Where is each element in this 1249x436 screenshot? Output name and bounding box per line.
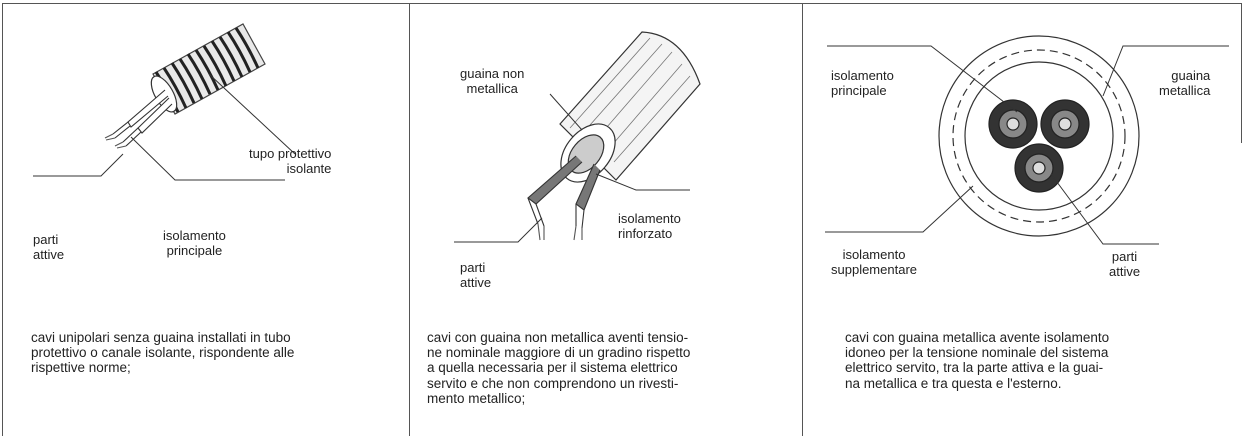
insulated-conductors <box>527 155 601 241</box>
label-supplementary-insulation: isolamento supplementare <box>831 247 917 277</box>
panel-divider-1 <box>409 3 410 436</box>
panel-metallic-sheath-cables: isolamento principale guaina metallica i… <box>803 4 1241 436</box>
corrugated-tube <box>150 23 266 115</box>
caption-panel-2: cavi con guaina non metallica aventi ten… <box>427 330 691 406</box>
panel-nonmetallic-sheath-cables: guaina non metallica isolamento rinforza… <box>410 4 802 436</box>
label-metallic-sheath: guaina metallica <box>1159 68 1211 98</box>
cable-cross-section-rings <box>938 35 1140 237</box>
label-reinforced-insulation: isolamento rinforzato <box>618 211 681 241</box>
conduit-cable-illustration <box>33 23 296 181</box>
label-live-parts: parti attive <box>460 260 492 290</box>
label-live-parts: parti attive <box>33 232 65 262</box>
single-core-conductors <box>104 89 173 149</box>
leader-lines <box>454 93 690 243</box>
label-main-insulation: isolamento principale <box>831 68 894 98</box>
label-nonmetallic-sheath: guaina non metallica <box>460 66 525 96</box>
sheathed-cable-illustration <box>454 31 701 243</box>
panel-single-core-cables: tupo protettivo isolante parti attive is… <box>3 4 409 436</box>
conductor-cores <box>988 99 1090 193</box>
frame-right-line <box>1241 3 1242 143</box>
cable-sheath <box>559 31 701 183</box>
leader-lines <box>33 73 296 181</box>
frame-top-line <box>2 3 1242 4</box>
label-live-parts: parti attive <box>1109 249 1141 279</box>
frame-left-line <box>2 3 3 436</box>
label-protective-tube: tupo protettivo isolante <box>249 146 332 176</box>
label-main-insulation: isolamento principale <box>163 228 226 258</box>
leader-lines <box>825 45 1229 245</box>
caption-panel-1: cavi unipolari senza guaina installati i… <box>31 330 295 376</box>
cable-cross-section <box>825 35 1229 245</box>
caption-panel-3: cavi con guaina metallica avente isolame… <box>845 330 1110 391</box>
panel-divider-2 <box>802 3 803 436</box>
